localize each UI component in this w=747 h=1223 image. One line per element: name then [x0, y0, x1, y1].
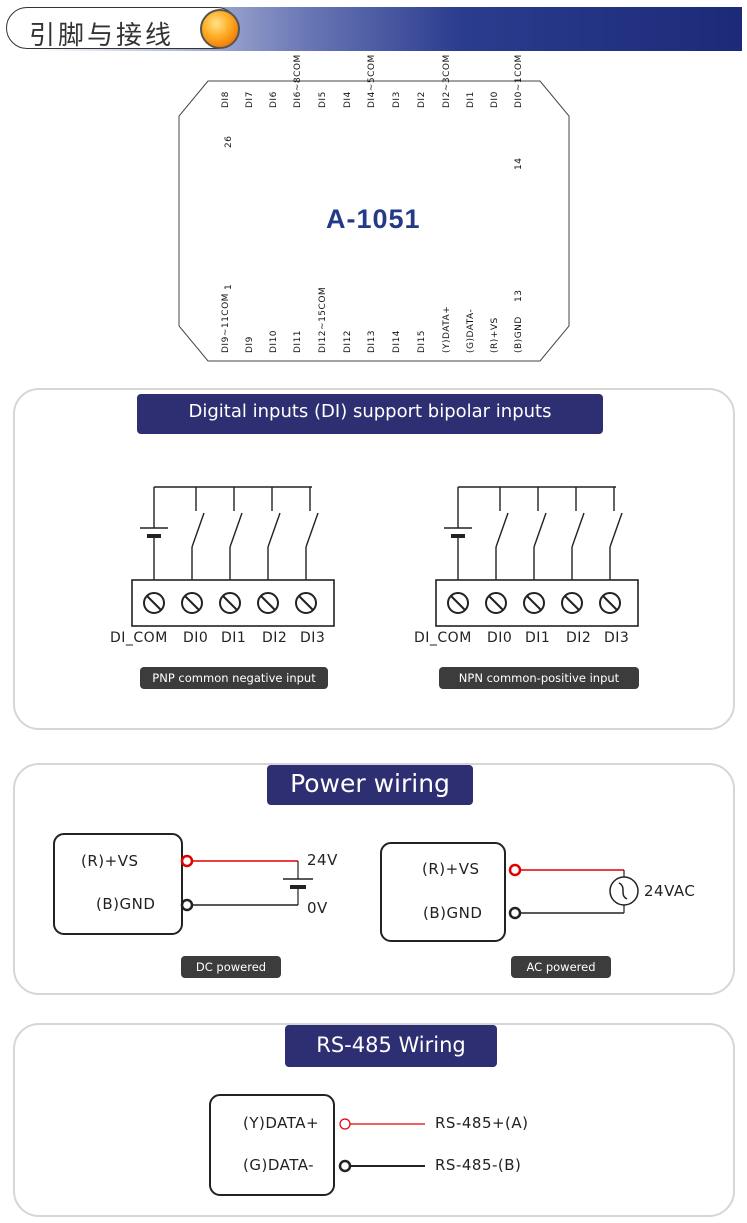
- rs485-panel-title: RS-485 Wiring: [285, 1025, 497, 1067]
- di-wiring-drawing: [131, 486, 639, 627]
- pnp-label-di2: DI2: [262, 630, 288, 646]
- pnp-switch-1: [191, 512, 205, 548]
- module-diagram: DI8 DI7 DI6 DI6~8COM DI5 DI4 DI4~5COM DI3 DI2 DI2…: [178, 54, 570, 362]
- dc-positive-label: 24V: [307, 851, 338, 869]
- pin-b-gnd: (B)GND: [514, 316, 524, 353]
- pin-di11: DI11: [293, 329, 303, 353]
- rs485-wiring-drawing: [209, 1094, 425, 1196]
- pin-di5: DI5: [318, 91, 328, 108]
- model-name: A-1051: [326, 204, 421, 234]
- npn-switch-3: [571, 512, 585, 548]
- di-wiring-panel: Digital inputs (DI) support bipolar inpu…: [13, 388, 735, 730]
- power-wiring-panel: Power wiring (R)+VS (B)GND 24V 0V (R)+VS…: [13, 763, 735, 995]
- ac-caption: AC powered: [511, 956, 611, 978]
- data-plus-terminal: [339, 1118, 351, 1130]
- pnp-label-di1: DI1: [221, 630, 247, 646]
- npn-switch-2: [533, 512, 547, 548]
- page-header: 引脚与接线: [6, 4, 742, 54]
- pin-number-13: 13: [514, 289, 524, 302]
- pin-g-data: (G)DATA-: [466, 308, 476, 353]
- npn-label-di0: DI0: [487, 630, 513, 646]
- pin-di14: DI14: [392, 329, 402, 353]
- ac-gnd-label: (B)GND: [423, 904, 483, 922]
- pnp-label-di3: DI3: [300, 630, 326, 646]
- ac-gnd-terminal: [508, 906, 522, 920]
- power-wiring-drawing: [53, 833, 639, 942]
- pin-di1: DI1: [466, 91, 476, 108]
- data-minus-terminal: [338, 1159, 352, 1173]
- pin-di6-8com: DI6~8COM: [293, 54, 303, 108]
- di-panel-title: Digital inputs (DI) support bipolar inpu…: [137, 394, 603, 434]
- pnp-switch-3: [267, 512, 281, 548]
- ac-device-box: [380, 842, 506, 942]
- dc-gnd-terminal: [180, 898, 194, 912]
- pnp-label-di0: DI0: [183, 630, 209, 646]
- dc-vs-terminal: [180, 854, 194, 868]
- ac-source-icon: [609, 876, 639, 906]
- npn-label-di2: DI2: [566, 630, 592, 646]
- rs485-wiring-panel: RS-485 Wiring (Y)DATA+ (G)DATA- RS-485+(…: [13, 1023, 735, 1217]
- npn-switch-4: [609, 512, 623, 548]
- dc-caption: DC powered: [181, 956, 281, 978]
- pin-di13: DI13: [367, 329, 377, 353]
- dc-vs-label: (R)+VS: [81, 852, 139, 870]
- module-outline: [178, 80, 570, 362]
- pnp-wiring-drawing: [131, 486, 335, 627]
- pnp-switch-2: [229, 512, 243, 548]
- rs485-minus-label: RS-485-(B): [435, 1156, 522, 1174]
- pin-di2: DI2: [417, 91, 427, 108]
- pin-number-14: 14: [514, 157, 524, 170]
- pin-number-26: 26: [224, 135, 234, 148]
- pin-di0: DI0: [490, 91, 500, 108]
- pnp-caption: PNP common negative input: [140, 667, 328, 689]
- dc-negative-label: 0V: [307, 899, 328, 917]
- pin-r-vs: (R)+VS: [490, 317, 500, 353]
- pnp-switch-4: [305, 512, 319, 548]
- npn-label-di-com: DI_COM: [414, 630, 472, 646]
- rs485-plus-label: RS-485+(A): [435, 1114, 529, 1132]
- ac-vs-label: (R)+VS: [422, 860, 480, 878]
- pin-di7: DI7: [245, 91, 255, 108]
- pin-di15: DI15: [417, 329, 427, 353]
- pin-di10: DI10: [269, 329, 279, 353]
- pin-di4-5com: DI4~5COM: [367, 54, 377, 108]
- pnp-label-di-com: DI_COM: [110, 630, 168, 646]
- npn-caption: NPN common-positive input: [439, 667, 639, 689]
- pin-di12-15com: DI12~15COM: [318, 286, 328, 353]
- dc-gnd-label: (B)GND: [96, 895, 156, 913]
- power-panel-title: Power wiring: [267, 765, 473, 805]
- pin-di0-1com: DI0~1COM: [514, 54, 524, 108]
- pin-di8: DI8: [221, 91, 231, 108]
- orange-ball-icon: [200, 9, 240, 49]
- ac-voltage-label: 24VAC: [644, 882, 696, 900]
- npn-label-di3: DI3: [604, 630, 630, 646]
- pin-di9: DI9: [245, 336, 255, 353]
- header-title-pill: 引脚与接线: [6, 7, 238, 51]
- pin-di12: DI12: [343, 329, 353, 353]
- ac-vs-terminal: [508, 863, 522, 877]
- pin-y-data: (Y)DATA+: [442, 305, 452, 353]
- npn-switch-1: [495, 512, 509, 548]
- pin-di6: DI6: [269, 91, 279, 108]
- dc-device-box: [53, 833, 183, 935]
- pin-di9-11com: DI9~11COM: [221, 293, 231, 353]
- rs485-device-box: [209, 1094, 335, 1196]
- npn-label-di1: DI1: [525, 630, 551, 646]
- page-title: 引脚与接线: [29, 21, 175, 51]
- pin-di2-3com: DI2~3COM: [442, 54, 452, 108]
- pin-number-1: 1: [224, 283, 234, 290]
- pin-di4: DI4: [343, 91, 353, 108]
- pin-di3: DI3: [392, 91, 402, 108]
- npn-wiring-drawing: [435, 486, 639, 627]
- data-plus-label: (Y)DATA+: [243, 1114, 320, 1132]
- data-minus-label: (G)DATA-: [243, 1156, 315, 1174]
